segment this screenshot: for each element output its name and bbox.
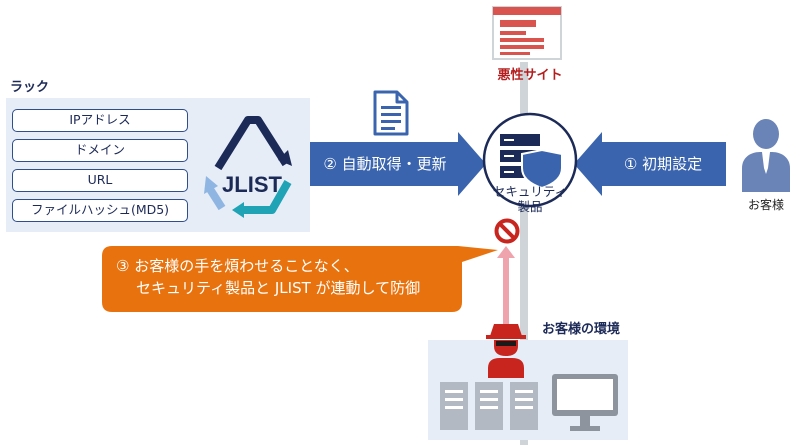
blocked-attack-arrow	[497, 246, 515, 338]
monitor-icon	[552, 374, 618, 431]
rack-item-ip-address: IPアドレス	[12, 109, 188, 132]
security-product-label-line1: セキュリティ	[492, 184, 568, 199]
rack-item-domain: ドメイン	[12, 139, 188, 162]
security-product-label: セキュリティ 製品	[480, 184, 580, 214]
malicious-site-label: 悪性サイト	[497, 68, 563, 83]
callout-line2: セキュリティ製品と JLIST が連動して防御	[136, 279, 421, 297]
server-shield-icon	[482, 112, 578, 208]
security-product-label-line2: 製品	[517, 199, 543, 214]
initial-setup-label: ① 初期設定	[623, 155, 703, 173]
initial-setup-arrow	[574, 132, 726, 196]
customer-label: お客様	[747, 198, 784, 212]
rack-title: ラック	[10, 80, 50, 95]
no-entry-icon	[494, 218, 520, 244]
server-icon	[440, 382, 538, 430]
network-line	[520, 62, 528, 445]
person-icon	[742, 119, 790, 192]
rack-item-file-hash: ファイルハッシュ(MD5)	[12, 199, 188, 222]
document-icon	[373, 90, 409, 136]
rack-panel: IPアドレス ドメイン URL ファイルハッシュ(MD5) JLIST	[6, 98, 310, 232]
hacker-icon	[486, 324, 526, 378]
callout-line1: ③ お客様の手を煩わせることなく、	[116, 257, 359, 275]
jlist-logo: JLIST	[204, 116, 292, 218]
defense-callout	[102, 246, 498, 312]
auto-update-arrow	[310, 132, 486, 196]
website-icon	[492, 6, 562, 60]
environment-title: お客様の環境	[542, 322, 621, 337]
auto-update-label: ② 自動取得・更新	[323, 155, 447, 173]
jlist-logo-text: JLIST	[222, 172, 282, 197]
rack-item-url: URL	[12, 169, 188, 192]
